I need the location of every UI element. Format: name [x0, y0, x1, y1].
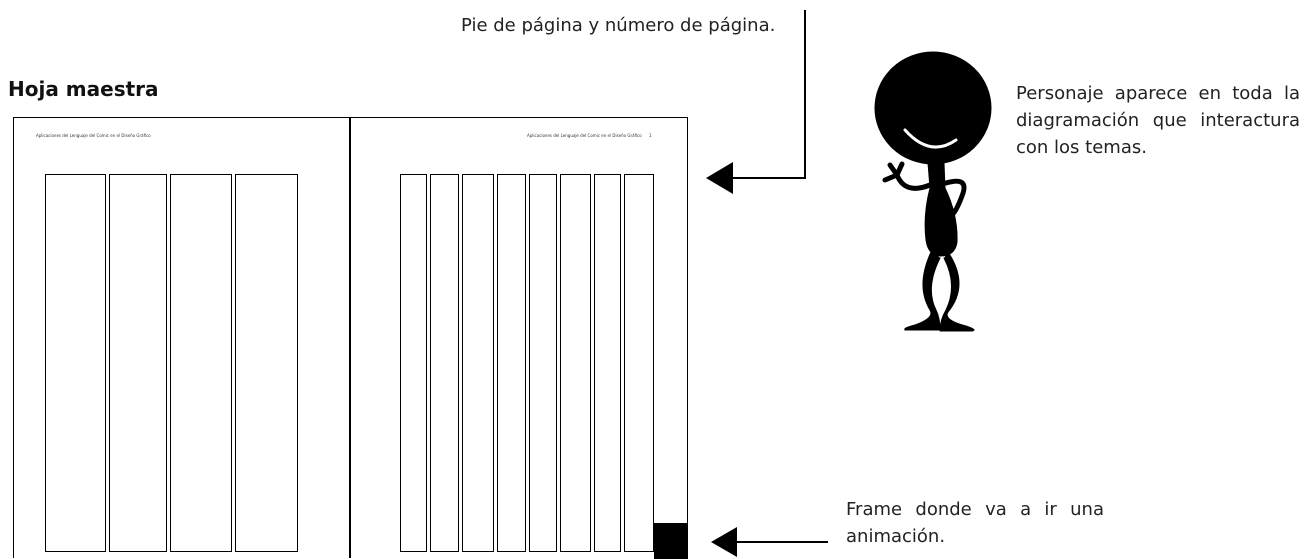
arrow-left-icon	[711, 527, 737, 557]
footer-callout-text: Pie de página y número de página.	[461, 15, 776, 36]
page-title: Hoja maestra	[8, 77, 159, 101]
right-column-1	[400, 174, 427, 552]
character-smile	[903, 128, 958, 149]
right-column-5	[529, 174, 557, 552]
left-column-2	[109, 174, 167, 552]
left-page-header: Aplicaciones del Lenguaje del Comic en e…	[36, 133, 151, 138]
character-body	[924, 162, 958, 257]
right-page-header-text: Aplicaciones del Lenguaje del Comic en e…	[527, 133, 642, 138]
right-page-header: Aplicaciones del Lenguaje del Comic en e…	[527, 133, 652, 138]
left-column-4	[235, 174, 298, 552]
right-column-2	[430, 174, 459, 552]
left-column-3	[170, 174, 232, 552]
right-column-4	[497, 174, 526, 552]
arrow-left-icon	[706, 162, 733, 194]
frame-callout-connector	[711, 527, 828, 557]
right-master-page: Aplicaciones del Lenguaje del Comic en e…	[350, 117, 688, 559]
character-right-arm	[943, 178, 967, 219]
right-column-6	[560, 174, 591, 552]
character-callout-text: Personaje aparece en toda la diagramació…	[1016, 83, 1300, 158]
character-left-leg	[904, 249, 941, 331]
page-number: 1	[649, 133, 652, 138]
right-column-8	[624, 174, 654, 552]
footer-callout-connector	[706, 10, 806, 194]
frame-callout-text: Frame donde va a ir una animación.	[846, 499, 1104, 547]
right-column-3	[462, 174, 494, 552]
right-column-7	[594, 174, 621, 552]
left-column-1	[45, 174, 106, 552]
character-left-arm	[882, 161, 933, 191]
stick-figure-character	[874, 51, 992, 332]
character-right-leg	[939, 251, 975, 332]
animation-frame	[654, 523, 688, 559]
left-master-page: Aplicaciones del Lenguaje del Comic en e…	[13, 117, 350, 558]
